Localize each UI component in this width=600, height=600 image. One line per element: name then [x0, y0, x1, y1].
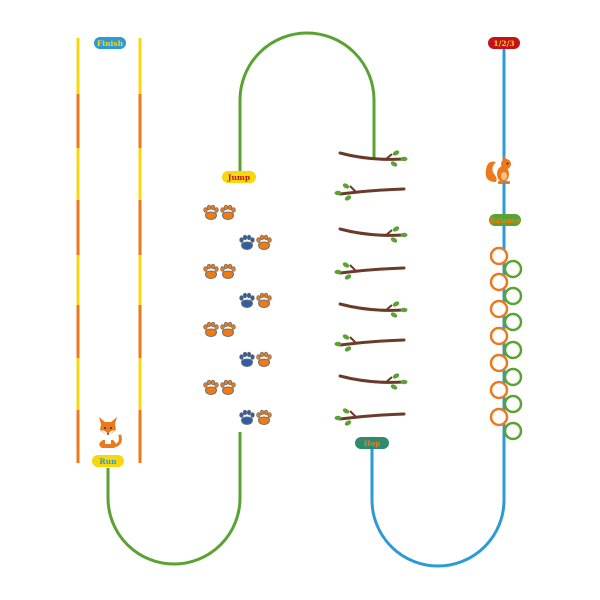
squirrel-icon — [485, 155, 511, 184]
hoop-icon — [503, 340, 523, 360]
branch-icon — [333, 331, 406, 355]
paw-print-icon — [204, 264, 236, 278]
path-hop-to-climb — [370, 48, 506, 568]
finish-label: Finish — [94, 37, 126, 49]
hoop-icon — [503, 259, 523, 279]
hop-label: Hop — [355, 437, 389, 449]
hoop-icon — [489, 380, 509, 400]
svg-text:Jump: Jump — [227, 173, 250, 182]
jump-label: Jump — [222, 171, 256, 183]
svg-text:Hop: Hop — [364, 439, 380, 448]
path-jump-to-balance — [238, 31, 376, 172]
hoop-icon — [489, 299, 509, 319]
hoop-icon — [489, 353, 509, 373]
paw-print-icon — [204, 322, 236, 336]
hoop-icon — [489, 272, 509, 292]
branch-icon — [333, 405, 406, 429]
branch-icon — [333, 180, 406, 204]
branch-icon — [338, 298, 409, 321]
paw-print-icon — [204, 205, 236, 219]
climb-label: 1/2/3 — [488, 37, 520, 49]
branch-icon — [333, 259, 406, 283]
paw-print-icon — [240, 235, 272, 249]
branch-icon — [338, 223, 409, 246]
hoop-icon — [503, 421, 523, 441]
running-lane — [76, 38, 142, 463]
run-label: Run — [92, 455, 124, 467]
hoop-icon — [503, 367, 523, 387]
path-run-to-jump — [106, 432, 242, 566]
hoop-icon — [503, 286, 523, 306]
branch-icon — [338, 370, 409, 393]
balance-label: Balance — [489, 214, 521, 226]
paw-print-icon — [240, 352, 272, 366]
hoop-icon — [489, 326, 509, 346]
hoops — [489, 246, 523, 441]
paw-prints — [204, 205, 272, 424]
paw-print-icon — [240, 410, 272, 424]
paw-print-icon — [240, 293, 272, 307]
svg-text:1/2/3: 1/2/3 — [493, 39, 514, 48]
hoop-icon — [489, 407, 509, 427]
svg-text:Run: Run — [99, 457, 117, 466]
hoop-icon — [489, 246, 509, 266]
svg-text:Finish: Finish — [97, 39, 124, 48]
paw-print-icon — [204, 380, 236, 394]
hoop-icon — [503, 394, 523, 414]
svg-text:Balance: Balance — [489, 216, 521, 225]
hoop-icon — [503, 312, 523, 332]
fox-icon — [99, 417, 122, 448]
branches — [333, 147, 409, 429]
